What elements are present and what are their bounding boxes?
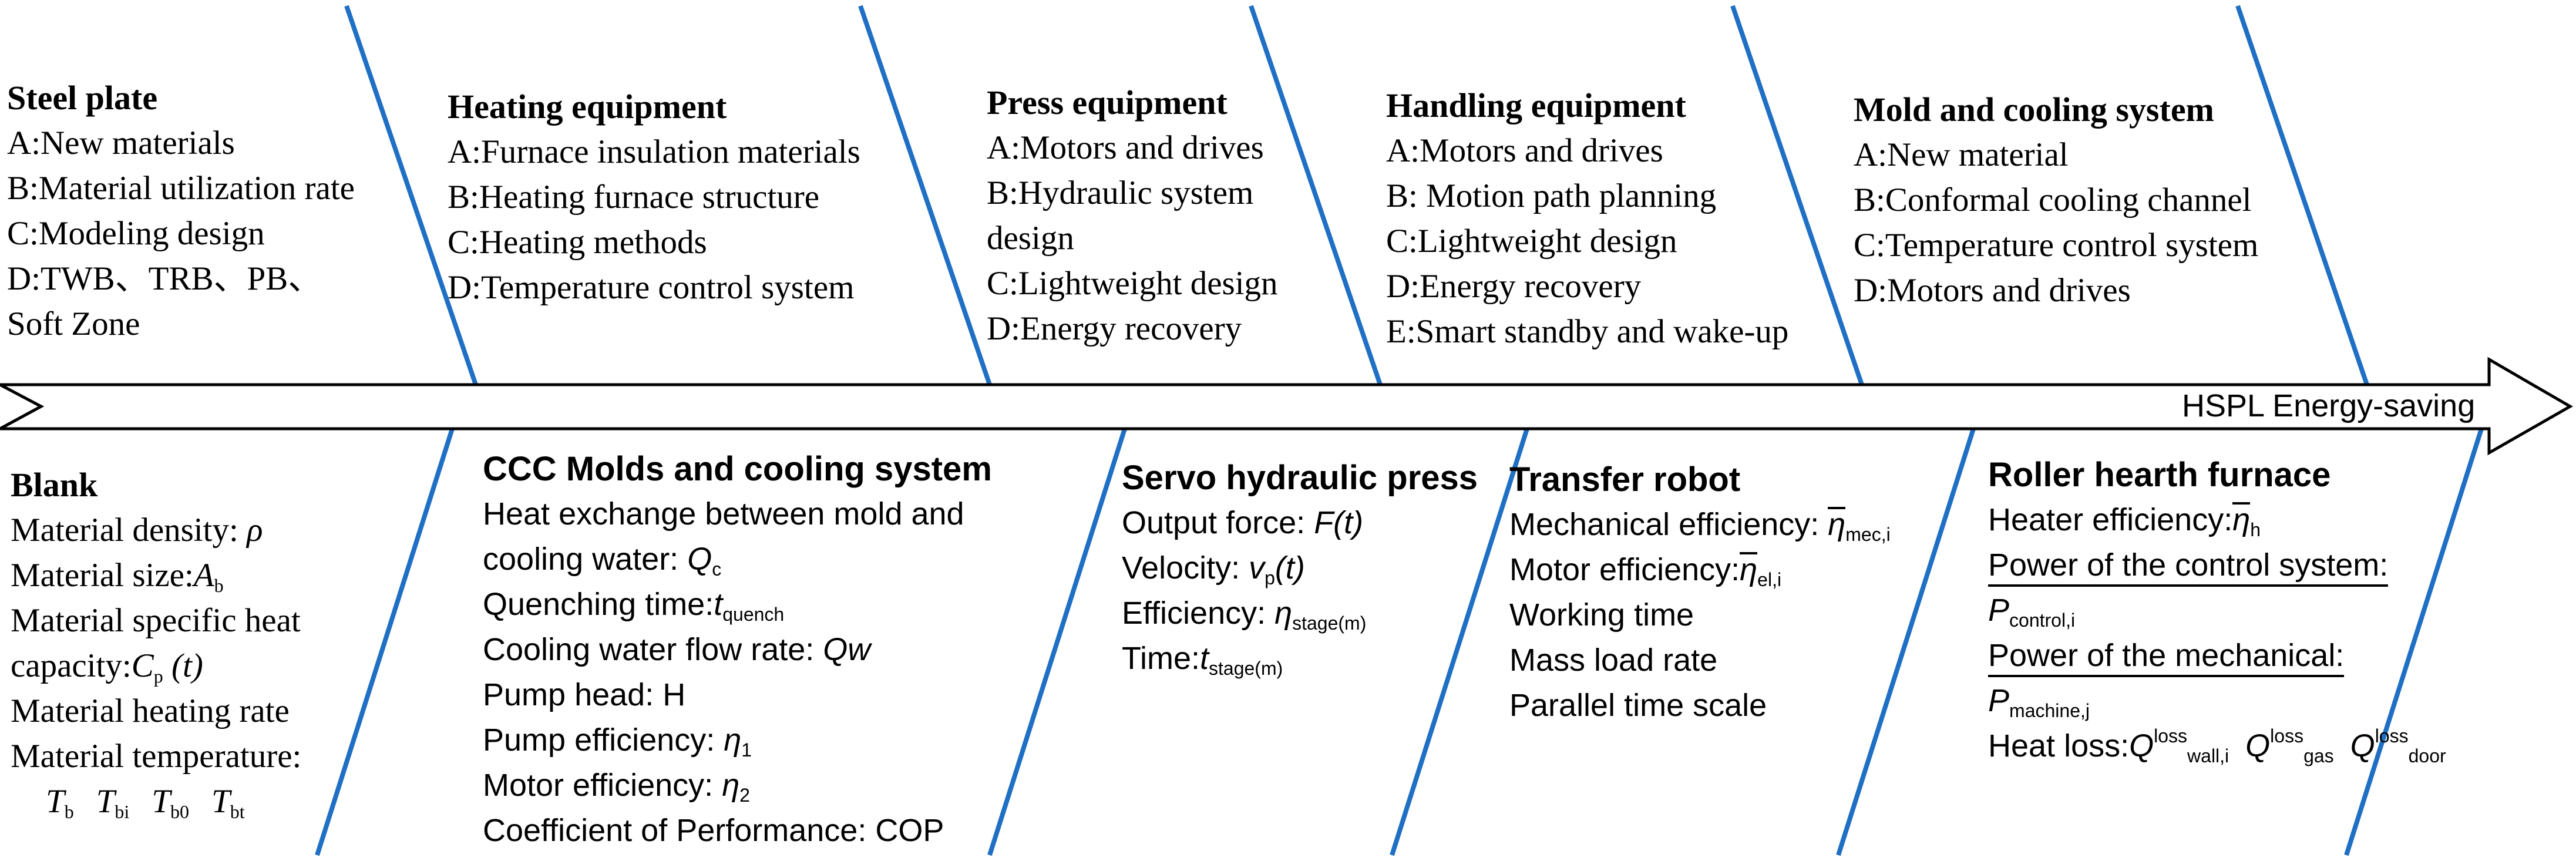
list-item: B:Material utilization rate bbox=[7, 170, 355, 207]
list-item: design bbox=[987, 220, 1074, 257]
loss-symbol: Qlossgas bbox=[2245, 725, 2334, 766]
heat-exchange-row: cooling water: Qc bbox=[483, 542, 722, 580]
heater-eff-row: Heater efficiency:ηh bbox=[1988, 502, 2261, 540]
group-title: Roller hearth furnace bbox=[1988, 456, 2331, 494]
temp-symbol: Tb0 bbox=[152, 783, 189, 822]
list-item: Parallel time scale bbox=[1509, 688, 1767, 723]
list-item: D:Temperature control system bbox=[448, 269, 855, 306]
list-item: C:Lightweight design bbox=[1386, 223, 1677, 260]
list-item: A:New materials bbox=[7, 125, 235, 162]
time-row: Time:tstage(m) bbox=[1122, 641, 1283, 679]
bone-press-equipment bbox=[1249, 5, 1383, 386]
bone-roller-furnace bbox=[2344, 428, 2484, 856]
list-item: Coefficient of Performance: COP bbox=[483, 813, 944, 848]
density-row: Material density: ρ bbox=[11, 512, 263, 549]
list-item: Material temperature: bbox=[11, 738, 302, 775]
motor-eff-row: Motor efficiency: η2 bbox=[483, 768, 750, 806]
group-title: Servo hydraulic press bbox=[1122, 459, 1478, 497]
fishbone-bones bbox=[315, 5, 2484, 856]
list-item: B:Conformal cooling channel bbox=[1854, 181, 2252, 218]
bone-blank bbox=[315, 428, 455, 856]
pump-eff-row: Pump efficiency: η1 bbox=[483, 722, 752, 761]
bone-mold-cooling bbox=[2235, 5, 2369, 386]
efficiency-row: Efficiency: ηstage(m) bbox=[1122, 596, 1367, 634]
list-item: C:Lightweight design bbox=[987, 265, 1278, 302]
size-row: Material size:Ab bbox=[11, 557, 224, 596]
list-item: A:New material bbox=[1854, 136, 2069, 173]
temperature-symbols: Tb Tbi Tb0 Tbt bbox=[46, 779, 245, 824]
group-title: Transfer robot bbox=[1509, 460, 1741, 499]
group-roller-hearth-furnace: Roller hearth furnace Heater efficiency:… bbox=[1988, 452, 2446, 769]
list-item: B:Heating furnace structure bbox=[448, 179, 820, 216]
list-item: D:Energy recovery bbox=[1386, 268, 1642, 305]
bone-heating-equipment bbox=[858, 5, 992, 386]
group-title: Steel plate bbox=[7, 79, 158, 117]
list-item: Heat exchange between mold and bbox=[483, 496, 964, 532]
group-servo-press: Servo hydraulic press Output force: F(t)… bbox=[1122, 455, 1478, 681]
quench-row: Quenching time:tquench bbox=[483, 587, 785, 625]
list-item: C:Temperature control system bbox=[1854, 227, 2259, 264]
motor-eff-row: Motor efficiency:ηel,i bbox=[1509, 552, 1782, 590]
group-title: Blank bbox=[11, 466, 98, 504]
list-item: Pump head: H bbox=[483, 677, 686, 712]
density-symbol: ρ bbox=[247, 512, 263, 549]
list-item: Working time bbox=[1509, 597, 1694, 633]
group-heating-equipment: Heating equipment A:Furnace insulation m… bbox=[448, 84, 860, 310]
list-item: A:Furnace insulation materials bbox=[448, 133, 860, 170]
group-press-equipment: Press equipment A:Motors and drives B:Hy… bbox=[987, 80, 1278, 351]
temp-symbol: Tb bbox=[46, 783, 74, 822]
bone-transfer-robot bbox=[1836, 428, 1976, 856]
group-steel-plate: Steel plate A:New materials B:Material u… bbox=[7, 75, 355, 347]
velocity-row: Velocity: vp(t) bbox=[1122, 550, 1305, 588]
bone-servo-press bbox=[1390, 428, 1529, 856]
list-item: B: Motion path planning bbox=[1386, 177, 1717, 214]
heat-capacity-row: capacity:Cp (t) bbox=[11, 647, 203, 687]
flow-row: Cooling water flow rate: Qw bbox=[483, 632, 871, 667]
loss-symbol: Qlossdoor bbox=[2350, 725, 2446, 766]
bone-ccc-molds bbox=[987, 428, 1127, 856]
group-title: CCC Molds and cooling system bbox=[483, 450, 992, 488]
bone-steel-plate bbox=[344, 5, 478, 386]
list-item: C:Heating methods bbox=[448, 224, 707, 261]
list-item: Material specific heat bbox=[11, 602, 301, 639]
mech-eff-row: Mechanical efficiency: ηmec,i bbox=[1509, 507, 1891, 545]
temp-symbol: Tbi bbox=[96, 783, 130, 822]
list-item: D:TWB、TRB、PB、 bbox=[7, 260, 322, 297]
main-spine-arrow bbox=[0, 356, 2574, 456]
mechanical-power-label: Power of the mechanical: bbox=[1988, 636, 2345, 677]
mechanical-power-symbol: Pmachine,j bbox=[1988, 683, 2090, 721]
control-power-symbol: Pcontrol,i bbox=[1988, 593, 2076, 631]
group-title: Mold and cooling system bbox=[1854, 90, 2214, 129]
list-item: Material heating rate bbox=[11, 692, 290, 729]
group-title: Heating equipment bbox=[448, 88, 727, 126]
control-power-label: Power of the control system: bbox=[1988, 546, 2389, 587]
force-row: Output force: F(t) bbox=[1122, 505, 1364, 540]
group-transfer-robot: Transfer robot Mechanical efficiency: ηm… bbox=[1509, 457, 1891, 728]
list-item: Soft Zone bbox=[7, 305, 140, 342]
loss-symbol: Qlosswall,i bbox=[2129, 725, 2229, 766]
list-item: C:Modeling design bbox=[7, 215, 265, 252]
list-item: D:Motors and drives bbox=[1854, 272, 2131, 309]
list-item: A:Motors and drives bbox=[1386, 132, 1663, 169]
bone-handling-equipment bbox=[1730, 5, 1864, 386]
group-ccc-molds: CCC Molds and cooling system Heat exchan… bbox=[483, 446, 992, 853]
list-item: E:Smart standby and wake-up bbox=[1386, 313, 1789, 350]
group-title: Press equipment bbox=[987, 83, 1228, 122]
temp-symbol: Tbt bbox=[211, 783, 245, 822]
group-blank: Blank Material density: ρ Material size:… bbox=[11, 462, 301, 824]
list-item: A:Motors and drives bbox=[987, 129, 1264, 166]
group-handling-equipment: Handling equipment A:Motors and drives B… bbox=[1386, 83, 1788, 354]
list-item: D:Energy recovery bbox=[987, 310, 1242, 347]
list-item: B:Hydraulic system bbox=[987, 174, 1254, 211]
list-item: Mass load rate bbox=[1509, 643, 1718, 678]
group-mold-cooling-system: Mold and cooling system A:New material B… bbox=[1854, 87, 2258, 313]
spine-label: HSPL Energy-saving bbox=[2182, 388, 2476, 423]
group-title: Handling equipment bbox=[1386, 86, 1686, 125]
